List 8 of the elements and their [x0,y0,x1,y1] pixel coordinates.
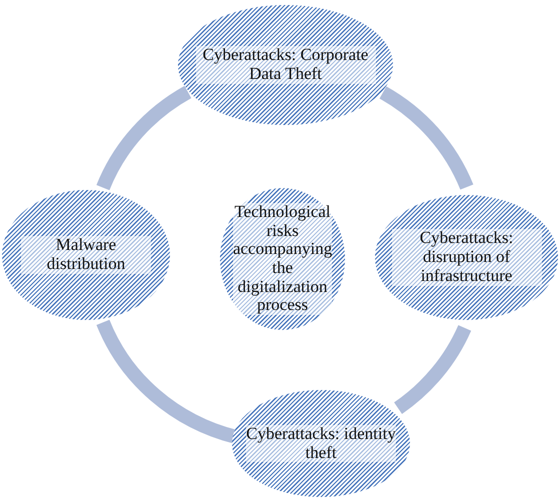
ring-connector [96,86,192,191]
node-label: Cyberattacks: identity theft [246,424,396,462]
ring-connector [379,86,474,190]
node-label: Malware distribution [21,236,151,274]
node-label: Cyberattacks: disruption of infrastructure [392,229,542,286]
node-label: Cyberattacks: Corporate Data Theft [196,46,376,84]
ring-connector [394,324,471,414]
node-label: Technological risks accompanying the digitalization process [232,202,332,316]
